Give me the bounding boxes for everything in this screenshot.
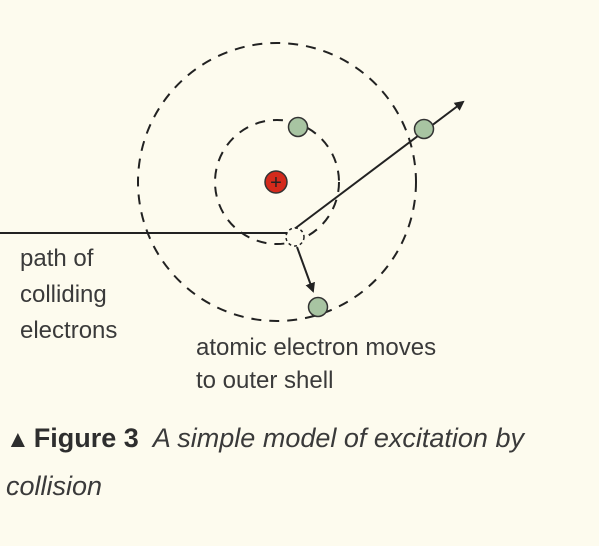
figure-number: Figure 3 — [33, 423, 139, 453]
excited-electron — [307, 296, 329, 318]
nucleus — [264, 170, 288, 194]
path-label-line2: colliding — [20, 281, 107, 308]
inner-shell — [214, 119, 340, 245]
inner-shell-electron — [287, 116, 309, 138]
nucleus-plus-sign: + — [270, 172, 282, 194]
excitation-diagram: + path of colliding electrons atomic ele… — [0, 42, 465, 394]
moves-label-line1: atomic electron moves — [196, 334, 436, 361]
path-label-line1: path of — [20, 245, 94, 272]
colliding-electron — [413, 118, 435, 140]
moves-label-line2: to outer shell — [196, 367, 333, 394]
outer-shell — [137, 42, 417, 322]
figure-description: A simple model of excitation by collisio… — [6, 423, 524, 501]
outgoing-electron-path — [288, 100, 465, 234]
caption-triangle-icon: ▲ — [6, 426, 30, 453]
path-label-line3: electrons — [20, 317, 117, 344]
electron-transition-arrow — [296, 246, 315, 293]
vacated-electron-position — [285, 227, 305, 247]
